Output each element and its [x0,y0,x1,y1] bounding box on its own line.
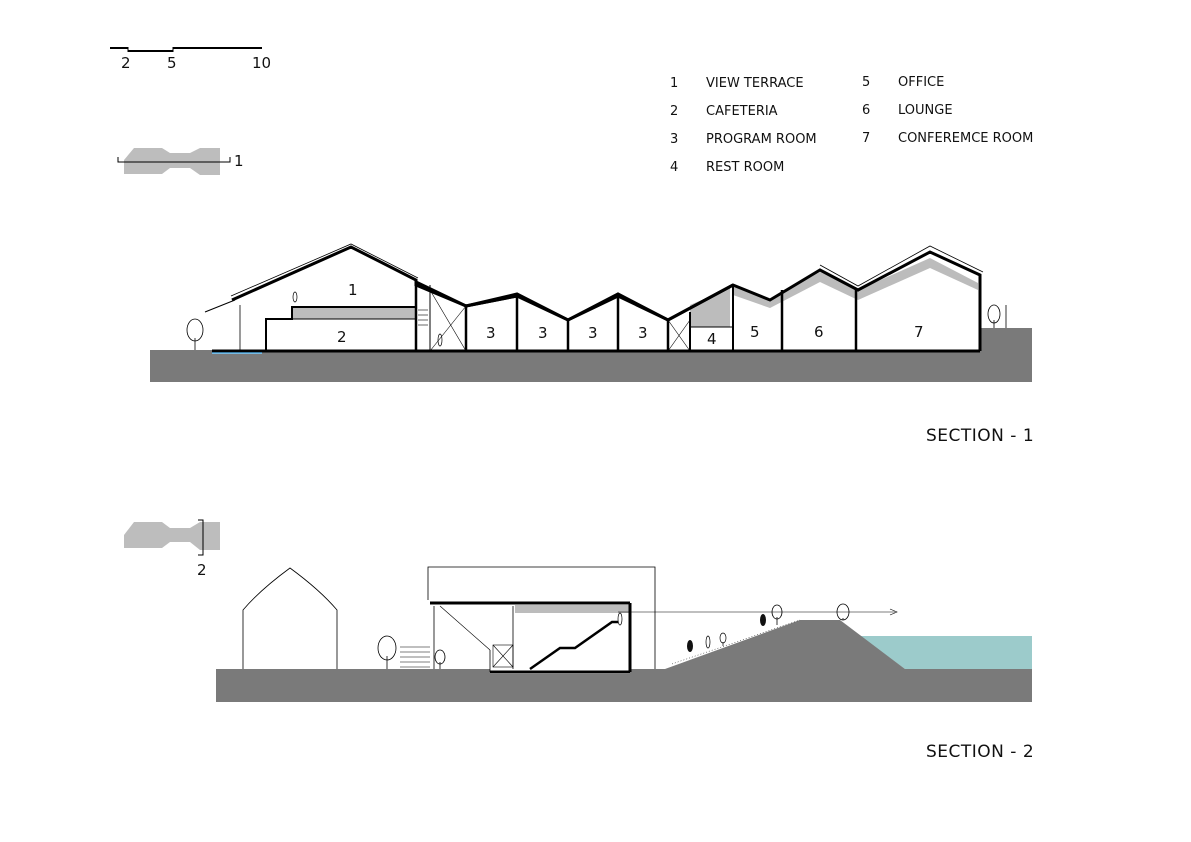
key-plan-1: 1 [117,148,244,175]
tree-icon [987,304,1001,328]
scale-label-5: 5 [167,54,177,72]
legend-num-7: 7 [862,131,870,146]
legend-label-lounge: LOUNGE [898,103,953,118]
person-icon [437,333,443,347]
key-plan-1-marker: 1 [234,152,244,170]
person-icon [687,640,693,652]
section-1-title: SECTION - 1 [926,426,1034,446]
tree-icon [771,604,783,625]
section-2-title: SECTION - 2 [926,742,1034,762]
room-label: 1 [348,281,358,299]
scale-label-10: 10 [252,54,271,72]
room-label: 4 [707,330,717,348]
legend-label-office: OFFICE [898,75,944,90]
legend-label-cafeteria: CAFETERIA [706,104,778,119]
room-label: 5 [750,323,760,341]
legend-label-program-room: PROGRAM ROOM [706,132,817,147]
legend-num-4: 4 [670,160,678,175]
legend-num-5: 5 [862,75,870,90]
person-icon [705,635,711,649]
legend-num-1: 1 [670,76,678,91]
tree-icon [836,603,850,621]
legend-label-view-terrace: VIEW TERRACE [706,76,804,91]
tree-icon [719,632,727,646]
legend: 1 VIEW TERRACE 2 CAFETERIA 3 PROGRAM ROO… [670,75,1033,175]
legend-num-2: 2 [670,104,678,119]
person-icon [617,612,623,626]
legend-label-conference-room: CONFEREMCE ROOM [898,131,1033,146]
person-icon [292,291,298,303]
room-label: 2 [337,328,347,346]
legend-num-3: 3 [670,132,678,147]
key-plan-2-marker: 2 [197,561,207,579]
tree-icon [434,649,446,669]
room-label: 3 [538,324,548,342]
section-2-drawing: SECTION - 2 [216,566,1034,762]
legend-num-6: 6 [862,103,870,118]
tree-icon [186,318,204,350]
room-label: 3 [588,324,598,342]
room-label: 3 [486,324,496,342]
scale-label-2: 2 [121,54,131,72]
room-label: 6 [814,323,824,341]
room-label: 7 [914,323,924,341]
key-plan-2: 2 [124,519,220,579]
room-label: 3 [638,324,648,342]
section-1-drawing: 1 2 3 3 3 3 4 5 6 7 SECTION - 1 [150,243,1034,446]
scale-bar: 2 5 10 [110,47,271,72]
tree-icon [377,635,397,669]
person-icon [760,614,766,626]
legend-label-rest-room: REST ROOM [706,160,784,175]
